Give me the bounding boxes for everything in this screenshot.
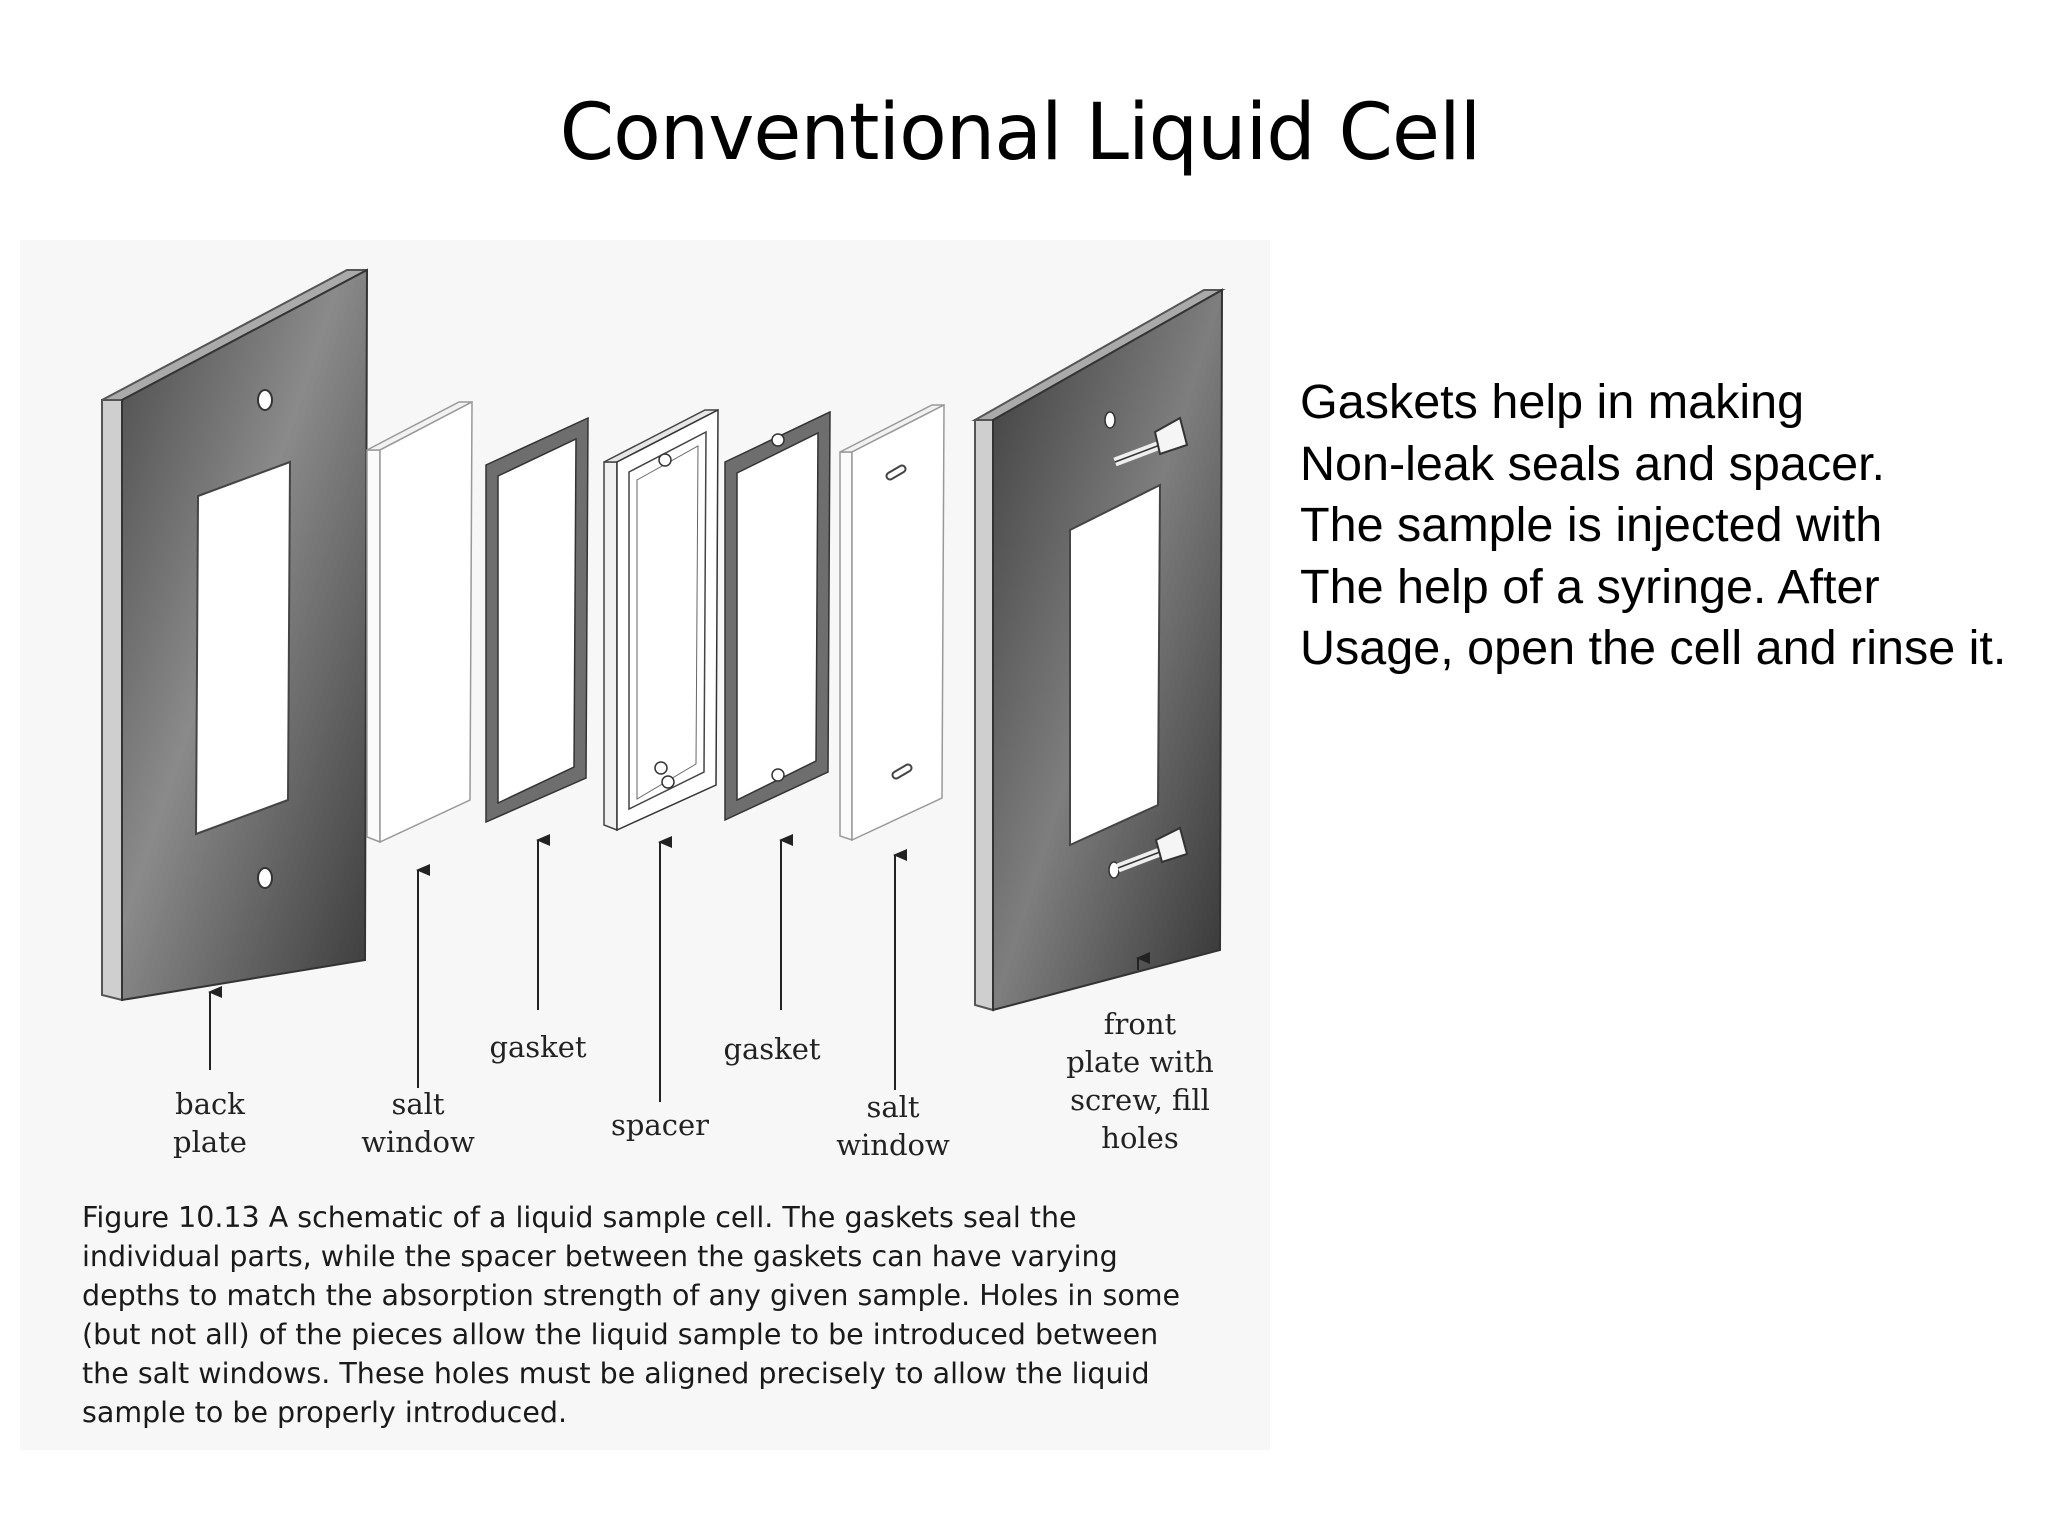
back-plate [101, 268, 369, 1002]
slide-title: Conventional Liquid Cell [559, 88, 1482, 178]
pointer-arrows [208, 834, 1150, 1102]
notes-line: The help of a syringe. After [1300, 559, 1880, 614]
fill-screw-bottom [1116, 826, 1189, 873]
salt-window-1 [366, 400, 473, 844]
label-back-plate: back plate [173, 1087, 247, 1159]
spacer [603, 408, 719, 832]
notes-line: Usage, open the cell and rinse it. [1300, 621, 2007, 675]
figure-scan: back plate salt window gasket spacer gas… [20, 240, 1270, 1450]
label-salt-window-1: salt window [361, 1087, 475, 1159]
notes-text: Gaskets help in making Non-leak seals an… [1300, 372, 2040, 680]
liquid-cell-diagram [101, 268, 1226, 1102]
label-spacer: spacer [610, 1108, 709, 1142]
notes-line: Non-leak seals and spacer. [1300, 436, 1886, 491]
notes-line: Gaskets help in making [1300, 375, 1805, 429]
notes-line: The sample is injected with [1300, 498, 1883, 552]
front-plate [971, 288, 1226, 1012]
label-front-plate: front plate with screw, fill holes [1066, 1007, 1214, 1155]
label-salt-window-2: salt window [836, 1090, 950, 1162]
label-gasket-1: gasket [489, 1030, 587, 1064]
figure-caption: Figure 10.13 A schematic of a liquid sam… [82, 1201, 1181, 1429]
salt-window-2 [839, 403, 945, 842]
label-gasket-2: gasket [723, 1032, 821, 1066]
gasket-2 [724, 410, 831, 822]
gasket-1 [485, 416, 589, 824]
fill-screw-top [1113, 416, 1189, 467]
